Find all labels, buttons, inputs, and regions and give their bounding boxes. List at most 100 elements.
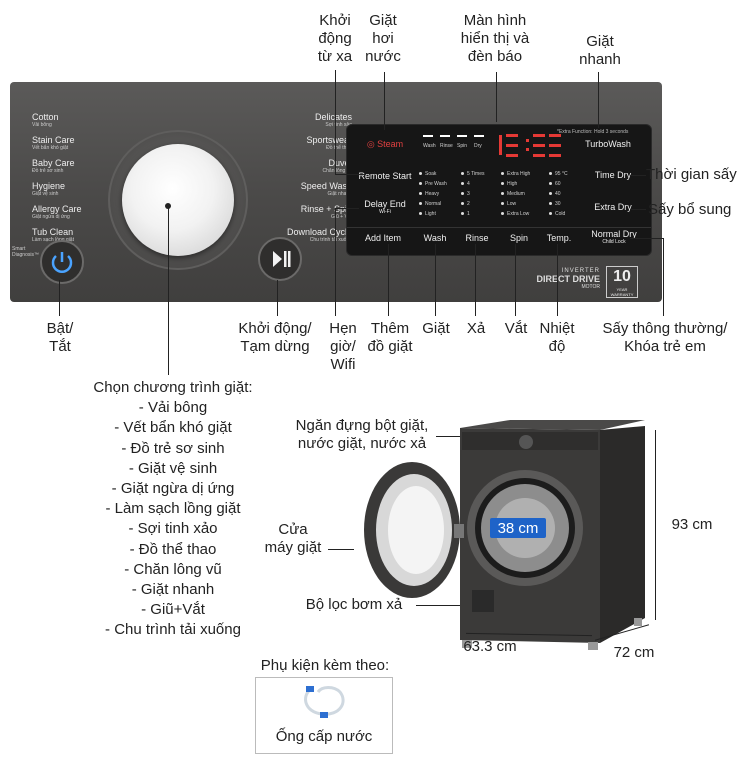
option-led — [549, 182, 552, 185]
warranty-badge: 10 YEAR WARRANTY — [606, 266, 638, 298]
option-led — [419, 172, 422, 175]
temp-button[interactable]: Temp. — [546, 233, 572, 243]
program-dial[interactable] — [108, 130, 248, 270]
time-display — [497, 133, 567, 157]
option-led — [461, 182, 464, 185]
washing-machine-illustration — [364, 420, 645, 650]
stage-dry: Dry — [474, 143, 482, 149]
option-label: Light — [425, 211, 436, 217]
program-list-item: - Vết bẩn khó giặt — [114, 419, 232, 437]
option-led — [549, 212, 552, 215]
callout-wash: Giặt — [422, 320, 450, 337]
accessories-title: Phụ kiện kèm theo: — [260, 657, 390, 674]
extra-dry-button[interactable]: Extra Dry — [594, 202, 632, 212]
option-led — [461, 172, 464, 175]
program-list-item: - Chu trình tải xuống — [105, 621, 241, 639]
option-label: High — [507, 181, 518, 187]
program-list-item: - Giũ+Vắt — [141, 601, 205, 619]
power-icon — [51, 252, 73, 273]
program-list-title: Chọn chương trình giặt: — [93, 379, 253, 396]
option-led — [549, 202, 552, 205]
option-label: Extra Low — [507, 211, 530, 217]
stage-bar — [457, 135, 467, 137]
option-led — [501, 212, 504, 215]
callout-display: Màn hình hiển thị và đèn báo — [460, 12, 530, 65]
play-pause-icon — [273, 251, 291, 267]
callout-start-pause: Khởi động/ Tạm dừng — [238, 320, 312, 355]
spin-button[interactable]: Spin — [509, 233, 528, 243]
program-list-item: - Giặt vệ sinh — [128, 459, 218, 477]
remote-start-button[interactable]: Remote Start — [358, 171, 412, 181]
option-label: 5 Times — [467, 171, 485, 177]
program-list-item: - Chăn lông vũ — [124, 560, 222, 578]
start-pause-button[interactable] — [258, 237, 302, 281]
option-led — [501, 182, 504, 185]
add-item-button[interactable]: Add Item — [364, 233, 402, 243]
program-list-item: - Giặt nhanh — [131, 581, 215, 599]
callout-spin: Vắt — [504, 320, 528, 337]
option-led — [419, 212, 422, 215]
depth-dimension: 72 cm — [613, 644, 655, 661]
option-label: 4 — [467, 181, 470, 187]
callout-remote-start: Khởi động từ xa — [317, 12, 353, 65]
accessory-item: Ống cấp nước — [275, 728, 373, 745]
callout-normal-dry: Sấy thông thường/ Khóa trẻ em — [602, 320, 728, 355]
steam-button[interactable]: ◎ Steam — [366, 139, 404, 149]
program-list-item: - Làm sạch lồng giặt — [105, 500, 241, 518]
callout-extra-dry: Sấy bổ sung — [648, 201, 732, 218]
option-label: 2 — [467, 201, 470, 207]
option-label: Soak — [425, 171, 437, 177]
option-led — [549, 192, 552, 195]
option-led — [419, 182, 422, 185]
option-led — [419, 192, 422, 195]
callout-steam: Giặt hơi nước — [365, 12, 401, 65]
option-label: Heavy — [425, 191, 440, 197]
turbowash-button[interactable]: TurboWash — [585, 139, 631, 149]
option-label: Cold — [555, 211, 566, 217]
stage-bar — [423, 135, 433, 137]
stage-wash: Wash — [423, 143, 436, 149]
option-led — [501, 202, 504, 205]
height-dimension: 93 cm — [671, 516, 713, 533]
option-label: 1 — [467, 211, 470, 217]
program-list-item: - Vải bông — [138, 399, 208, 417]
program-list: Chọn chương trình giặt: - Vải bông - Vết … — [78, 378, 268, 641]
callout-rinse: Xả — [466, 320, 486, 337]
inverter-badge: INVERTER DIRECT DRIVE MOTOR — [536, 268, 600, 290]
option-label: Low — [507, 201, 517, 207]
extra-function-note: *Extra Function: Hold 3 seconds — [557, 129, 629, 135]
water-hose-icon — [304, 686, 345, 718]
dial-knob[interactable] — [122, 144, 234, 256]
option-led — [501, 172, 504, 175]
time-dry-button[interactable]: Time Dry — [594, 170, 632, 180]
option-label: 40 — [555, 191, 561, 197]
program-list-item: - Giặt ngừa dị ứng — [111, 480, 235, 498]
smart-diagnosis-label: Smart Diagnosis™ — [12, 246, 39, 258]
option-led — [549, 172, 552, 175]
callout-add-item: Thêm đồ giặt — [367, 320, 413, 355]
callout-power: Bật/ Tắt — [46, 320, 74, 355]
callout-filter: Bộ lọc bơm xả — [305, 596, 403, 613]
callout-delay-wifi: Hẹn giờ/ Wifi — [329, 320, 357, 373]
rinse-button[interactable]: Rinse — [465, 233, 489, 243]
callout-detergent: Ngăn đựng bột giặt, nước giặt, nước xả — [295, 417, 429, 452]
option-led — [501, 192, 504, 195]
option-led — [461, 192, 464, 195]
option-label: 95 °C — [555, 171, 568, 177]
wash-button[interactable]: Wash — [423, 233, 447, 243]
power-button[interactable] — [40, 240, 84, 284]
callout-time-dry: Thời gian sấy — [646, 166, 737, 183]
option-label: 30 — [555, 201, 561, 207]
